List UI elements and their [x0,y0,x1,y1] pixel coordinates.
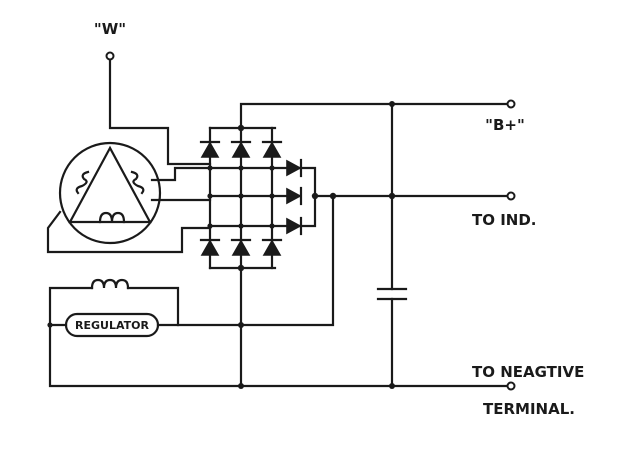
stator-coil-right [130,170,145,195]
w-terminal [105,51,115,61]
regulator: REGULATOR [64,312,160,338]
stator-delta-winding [68,145,152,224]
diode-upper-1 [200,141,220,158]
ground-return-wire [48,323,510,388]
b-plus-terminal [506,99,516,109]
diode-upper-2 [231,141,251,158]
trio-diode-1 [286,159,302,177]
regulator-feed-wire [156,194,335,327]
diode-upper-3 [262,141,282,158]
negative-terminal [506,381,516,391]
to-ind-label: TO IND. [472,211,537,229]
regulator-label: REGULATOR [75,319,149,332]
capacitor [376,102,408,388]
w-lead-wire [108,58,212,166]
diode-lower-2 [231,239,251,256]
stator-housing [58,141,162,245]
b-plus-label: "B+" [485,116,525,134]
stator-coil-bottom [98,211,126,224]
diode-lower-3 [262,239,282,256]
stator-coil-left [75,170,90,195]
stator-ground-wire [46,210,212,254]
rectifier-bridge [199,124,319,272]
stator-phase-wire-2 [150,166,212,182]
terminal-label: TERMINAL. [483,400,575,418]
to-negative-label: TO NEAGTIVE [472,363,584,381]
w-terminal-label: "W" [94,20,126,38]
stator [58,141,162,245]
diode-lower-1 [200,239,220,256]
b-plus-wire [239,102,510,130]
trio-diode-3 [286,217,302,235]
trio-diode-2 [286,187,302,205]
ind-terminal [506,191,516,201]
